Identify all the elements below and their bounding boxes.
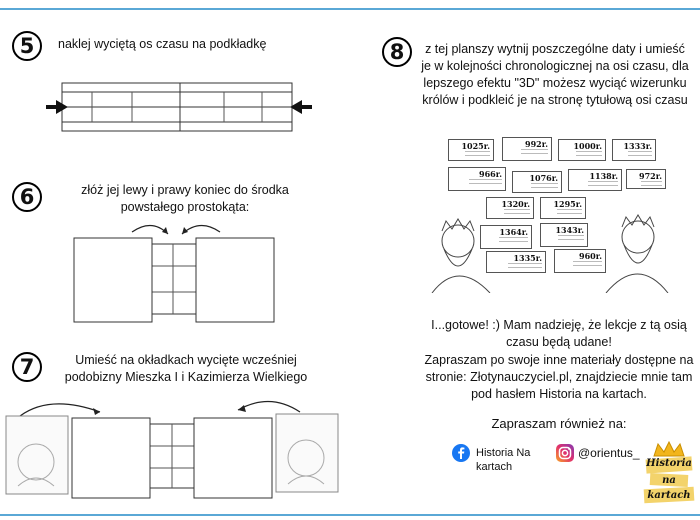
- date-card-label: 1333r.: [623, 141, 652, 151]
- card-text-line: [576, 155, 602, 156]
- card-text-line: [628, 151, 652, 152]
- step-5-number: 5: [12, 31, 42, 61]
- historia-na-kartach-logo: [643, 440, 695, 504]
- date-card: 992r.: [502, 137, 552, 161]
- logo-line-3: kartach: [647, 490, 691, 501]
- bottom-border: [0, 514, 700, 516]
- card-text-line: [557, 213, 582, 214]
- step-7-covers-figure: [5, 400, 339, 499]
- card-text-line: [508, 263, 542, 264]
- date-card: 1025r.: [448, 139, 494, 161]
- date-card: 966r.: [448, 167, 506, 191]
- also-heading: Zapraszam również na:: [491, 416, 627, 431]
- card-text-line: [521, 153, 548, 154]
- logo-line-2: na: [662, 475, 676, 486]
- step-8-text: z tej planszy wytnij poszczególne daty i…: [421, 42, 689, 107]
- date-card: 1364r.: [480, 225, 532, 249]
- card-text-line: [588, 185, 618, 186]
- date-card-label: 1025r.: [461, 141, 490, 151]
- instagram-icon[interactable]: [556, 444, 574, 462]
- step-8-number: 8: [382, 37, 412, 67]
- date-card-label: 1364r.: [499, 227, 528, 237]
- card-text-line: [573, 261, 602, 262]
- date-card: 1333r.: [612, 139, 656, 161]
- card-text-line: [508, 267, 542, 268]
- card-text-line: [465, 151, 490, 152]
- date-card-label: 1076r.: [529, 173, 558, 183]
- date-card: 1295r.: [540, 197, 586, 219]
- date-card: 1000r.: [558, 139, 606, 161]
- date-card-label: 1320r.: [501, 199, 530, 209]
- step-5-text: naklej wyciętą os czasu na podkładkę: [58, 37, 267, 51]
- top-border: [0, 8, 700, 10]
- date-cards-board: 1025r. 992r. 1000r. 1333r. 966r. 1076r. 1138r.…: [430, 133, 670, 293]
- kings-illustration: [431, 214, 669, 293]
- card-text-line: [573, 265, 602, 266]
- step-6-number: 6: [12, 182, 42, 212]
- date-card-label: 1343r.: [555, 225, 584, 235]
- step-5-timeline-figure: [46, 82, 312, 132]
- facebook-icon[interactable]: [452, 444, 470, 462]
- card-text-line: [641, 185, 662, 186]
- card-text-line: [465, 155, 490, 156]
- card-text-line: [469, 183, 502, 184]
- date-card: 1076r.: [512, 171, 562, 193]
- date-card: 1343r.: [540, 223, 588, 247]
- date-card-label: 992r.: [525, 139, 548, 149]
- date-card: 1335r.: [486, 251, 546, 273]
- date-card-label: 1138r.: [589, 171, 618, 181]
- card-text-line: [641, 181, 662, 182]
- facebook-link[interactable]: Historia Na kartach: [476, 447, 531, 473]
- card-text-line: [628, 155, 652, 156]
- date-card: 1320r.: [486, 197, 534, 219]
- card-text-line: [504, 209, 530, 210]
- card-text-line: [558, 235, 584, 236]
- date-card-label: 1000r.: [573, 141, 602, 151]
- date-card: 960r.: [554, 249, 606, 273]
- step-7-text: Umieść na okładkach wycięte wcześniej po…: [64, 353, 308, 384]
- card-text-line: [504, 213, 530, 214]
- card-text-line: [531, 183, 558, 184]
- step-6-fold-figure: [73, 224, 275, 323]
- card-text-line: [521, 149, 548, 150]
- step-6-text: złóż jej lewy i prawy koniec do środka p…: [81, 183, 289, 214]
- date-card-label: 972r.: [639, 171, 662, 181]
- card-text-line: [588, 181, 618, 182]
- card-text-line: [469, 179, 502, 180]
- card-text-line: [558, 239, 584, 240]
- date-card: 972r.: [626, 169, 666, 189]
- card-text-line: [499, 241, 528, 242]
- date-card-label: 960r.: [579, 251, 602, 261]
- date-card-label: 1335r.: [513, 253, 542, 263]
- date-card: 1138r.: [568, 169, 622, 191]
- card-text-line: [499, 237, 528, 238]
- instagram-link[interactable]: @orientus_: [578, 446, 640, 460]
- date-card-label: 1295r.: [553, 199, 582, 209]
- card-text-line: [576, 151, 602, 152]
- card-text-line: [531, 187, 558, 188]
- step-7-number: 7: [12, 352, 42, 382]
- card-text-line: [557, 209, 582, 210]
- done-message: I...gotowe! :) Mam nadzieję, że lekcje z…: [431, 318, 687, 349]
- invite-message: Zapraszam po swoje inne materiały dostęp…: [424, 353, 694, 401]
- logo-line-1: Historia: [646, 458, 692, 469]
- date-card-label: 966r.: [479, 169, 502, 179]
